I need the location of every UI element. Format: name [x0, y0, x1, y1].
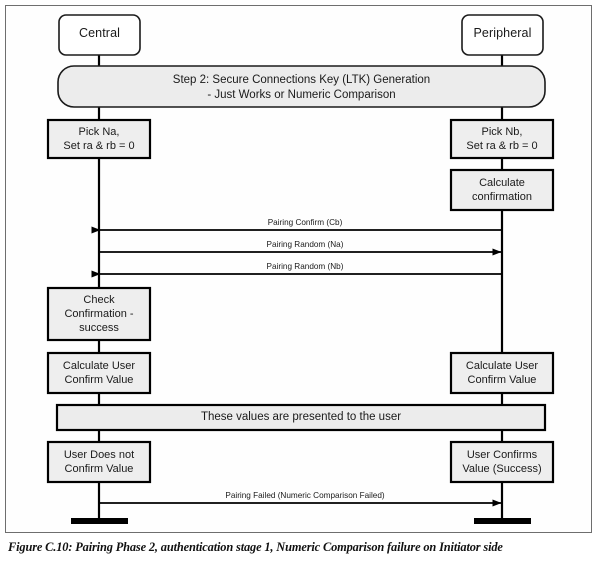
lifeline-head-central	[58, 14, 141, 56]
activity-check-confirmation	[46, 286, 152, 342]
activity-pick-nb	[449, 118, 555, 160]
activity-user-confirms-value	[449, 440, 555, 484]
lifeline-head-peripheral	[461, 14, 544, 56]
sequence-diagram-canvas	[46, 14, 555, 524]
activity-user-does-not-confirm-value	[46, 440, 152, 484]
terminator-peripheral	[474, 518, 531, 524]
figure-caption: Figure C.10: Pairing Phase 2, authentica…	[8, 540, 503, 554]
banner-step2	[57, 65, 546, 108]
activity-pick-na	[46, 118, 152, 160]
activity-calculate-user-confirm-value-peripheral	[449, 351, 555, 395]
activity-calculate-confirmation	[449, 168, 555, 212]
banner-presented-to-user	[55, 403, 547, 432]
terminator-central	[71, 518, 128, 524]
activity-calculate-user-confirm-value-central	[46, 351, 152, 395]
